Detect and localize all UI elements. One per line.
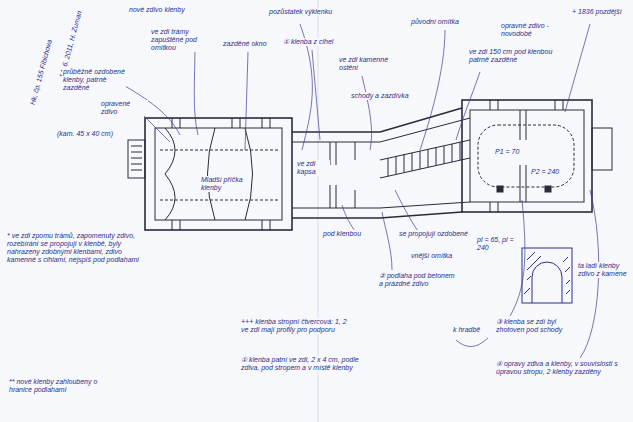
note-label: původní omítka [410, 18, 470, 26]
note-label: ve zdi 150 cm pod klenbou patrně zazděné [468, 48, 562, 64]
note-label: ④ opravy zdiva a klenby, v souvislosti s… [495, 360, 622, 376]
note-label: * ve zdi zpomu trámů, zapomenutý zdivo, … [6, 232, 148, 264]
note-label: P1 = 70 [494, 148, 528, 156]
note-label: Hk, čp. 155 Fibichova [29, 33, 56, 107]
note-label: pod klenbou [322, 230, 374, 238]
note-label: k hradbě [452, 326, 492, 334]
note-label: +++ klenba stropní čtvercová: 1, 2 ve zd… [240, 318, 354, 334]
note-label: ① klenba z cihel [282, 38, 346, 46]
note-label: Mladší příčka klenby [200, 176, 250, 192]
note-label: ① klenba patní ve zdi, 2 x 4 cm, podle z… [240, 356, 364, 372]
note-label: vnější omítka [410, 252, 470, 260]
note-label: P2 = 240 [530, 168, 568, 176]
note-label: schody a zazdívka [350, 92, 414, 100]
note-label: zazděné okno [222, 40, 276, 48]
note-label: ve zdi kapsa [296, 160, 330, 176]
arch-sketch [522, 248, 572, 303]
floor-plan [128, 100, 612, 230]
note-label: ② podlaha pod betonem a prázdné zdivo [378, 272, 460, 288]
note-label: pl = 65, pl = 240 [476, 236, 520, 252]
note-label: ve zdi trámy zapuštěné pod omítkou [150, 28, 222, 52]
leader-lines [118, 24, 599, 358]
note-label: ta ladí klenby zdivo z kamene [577, 262, 629, 278]
note-label: se propojují ozdobené [398, 230, 472, 238]
note-label: (kam. 45 x 40 cm) [56, 130, 126, 138]
note-label: ** nové klenby zahloubeny o hranice podl… [8, 378, 114, 394]
note-label: průběžně ozdobené klenby, patrně zazděné [62, 68, 126, 92]
note-label: pozůstatek výklenku [268, 8, 334, 16]
note-label: opravené zdivo [100, 100, 148, 116]
note-label: + 1836 pozdější [571, 8, 629, 16]
note-label: nové zdivo klenby [128, 6, 188, 14]
note-label: ve zdi kamenné ostění [338, 56, 390, 72]
note-label: ③ klenba se zdí byl zhotoven pod schody [495, 318, 575, 334]
note-label: opravné zdivo - novodobé [500, 22, 570, 38]
